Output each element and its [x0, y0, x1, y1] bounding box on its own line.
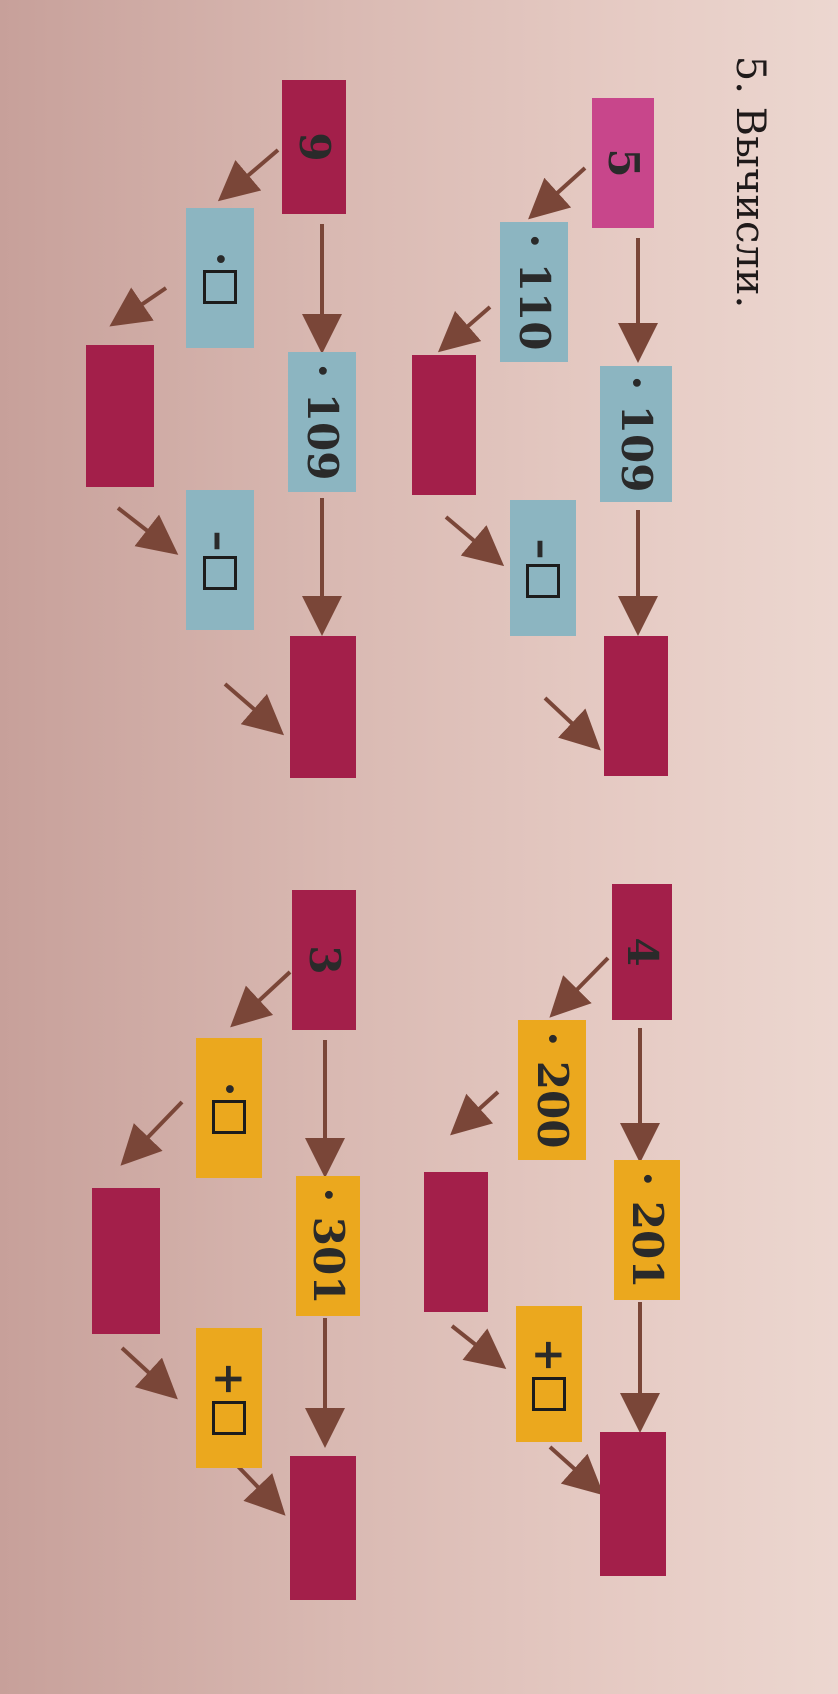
operation-box-left: · 110	[500, 222, 568, 362]
operation-with-blank: –	[186, 490, 254, 630]
arrow-icon	[543, 696, 601, 751]
operation-with-blank: ·	[186, 208, 254, 348]
answer-box[interactable]	[424, 1172, 488, 1312]
operation-box-top: · 201	[614, 1160, 680, 1300]
arrow-icon	[120, 1346, 178, 1400]
operation-label: · 301	[304, 1187, 353, 1305]
operation-label: · 200	[528, 1031, 577, 1149]
answer-box[interactable]	[92, 1188, 160, 1334]
operation-label: · 109	[298, 363, 347, 481]
start-number: 3	[300, 945, 349, 975]
answer-box[interactable]	[412, 355, 476, 495]
operation-label: · 201	[623, 1171, 672, 1289]
operation-box-bottom: +	[196, 1328, 262, 1468]
arrow-icon	[549, 956, 610, 1018]
operation-box-left: ·	[196, 1038, 262, 1178]
arrow-icon	[120, 1100, 184, 1166]
answer-box[interactable]	[290, 636, 356, 778]
start-number-box: 9	[282, 80, 346, 214]
arrow-icon	[223, 682, 285, 736]
operation-box-top: · 109	[288, 352, 356, 492]
arrow-icon	[437, 305, 492, 353]
operation-label: · 109	[612, 375, 661, 493]
operation-box-left: · 200	[518, 1020, 586, 1160]
start-number-box: 3	[292, 890, 356, 1030]
operator-sign: +	[205, 1361, 254, 1397]
answer-box[interactable]	[290, 1456, 356, 1600]
answer-box[interactable]	[86, 345, 154, 487]
blank-square-icon[interactable]	[203, 555, 237, 590]
operator-sign: ·	[196, 251, 245, 267]
operator-sign: ·	[205, 1081, 254, 1097]
operation-box-bottom: +	[516, 1306, 582, 1442]
start-number: 9	[290, 132, 339, 162]
blank-square-icon[interactable]	[532, 1376, 566, 1411]
arrow-icon	[548, 1445, 604, 1496]
blank-square-icon[interactable]	[526, 563, 560, 598]
start-number-box: 4	[612, 884, 672, 1020]
operation-with-blank: +	[196, 1328, 262, 1468]
operation-box-top: · 109	[600, 366, 672, 502]
operation-with-blank: ·	[196, 1038, 262, 1178]
start-number: 4	[618, 937, 667, 967]
arrow-icon	[450, 1090, 500, 1136]
operation-with-blank: –	[510, 500, 576, 636]
start-number: 5	[599, 148, 648, 178]
operator-sign: –	[519, 538, 568, 560]
operation-box-left: ·	[186, 208, 254, 348]
blank-square-icon[interactable]	[212, 1100, 246, 1135]
start-number-box: 5	[592, 98, 654, 228]
arrow-icon	[444, 515, 505, 567]
operator-sign: +	[525, 1337, 574, 1373]
blank-square-icon[interactable]	[212, 1400, 246, 1435]
answer-box[interactable]	[600, 1432, 666, 1576]
operation-label: · 110	[510, 233, 559, 351]
answer-box[interactable]	[604, 636, 668, 776]
operation-box-bottom: –	[186, 490, 254, 630]
operator-sign: –	[196, 530, 245, 552]
arrow-icon	[217, 148, 280, 202]
arrow-icon	[528, 166, 587, 220]
arrow-icon	[230, 970, 292, 1028]
operation-with-blank: +	[516, 1306, 582, 1442]
arrow-icon	[109, 286, 168, 327]
arrow-icon	[116, 506, 179, 555]
arrow-icon	[450, 1324, 507, 1369]
blank-square-icon[interactable]	[203, 270, 237, 305]
operation-box-top: · 301	[296, 1176, 360, 1316]
operation-box-bottom: –	[510, 500, 576, 636]
